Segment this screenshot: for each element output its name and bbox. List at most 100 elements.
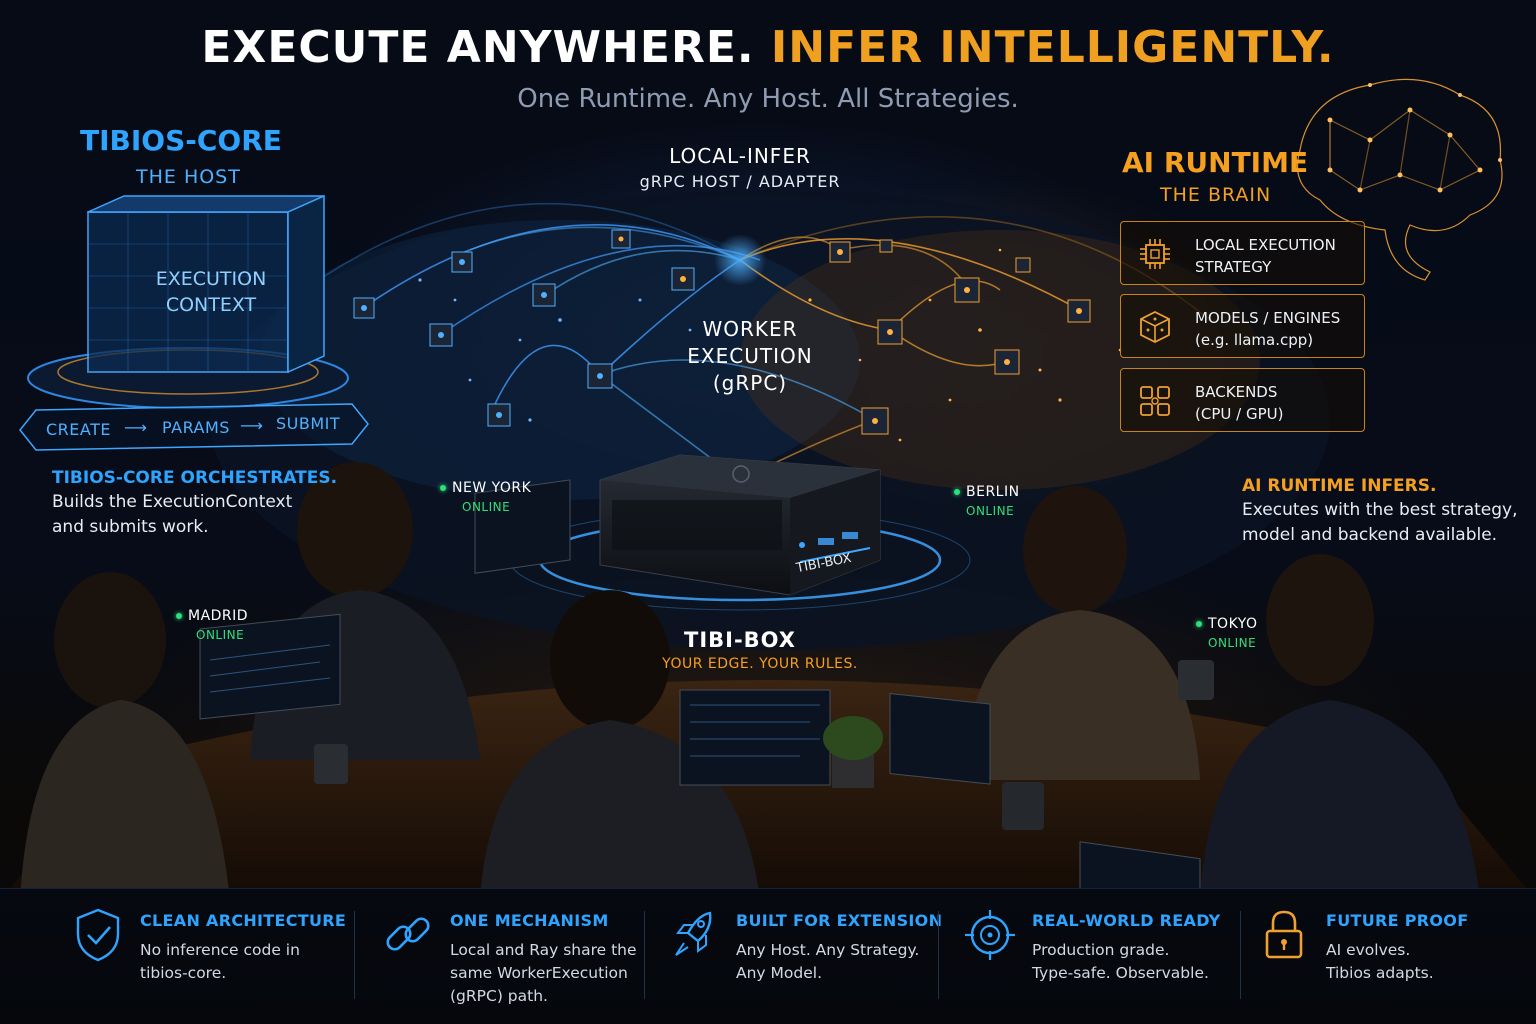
city-name: BERLIN <box>966 484 1020 500</box>
node-cube-blue <box>429 323 453 347</box>
feature-line: tibios-core. <box>140 964 227 982</box>
city-lights <box>418 248 1122 442</box>
step-params: PARAMS <box>162 418 230 437</box>
feature-clean-architecture: CLEAN ARCHITECTURE No inference code in … <box>72 907 352 1017</box>
node-cube-blue <box>487 403 511 427</box>
city-tag-new-york: NEW YORK ONLINE <box>440 480 531 514</box>
mug <box>314 744 348 784</box>
step-flow: CREATE ⟶ PARAMS ⟶ SUBMIT <box>18 406 368 450</box>
card-line-2: (CPU / GPU) <box>1195 405 1284 423</box>
step-submit: SUBMIT <box>276 414 341 433</box>
status-dot-icon <box>1196 621 1202 627</box>
tibios-core-desc-title: TIBIOS-CORE ORCHESTRATES. <box>52 468 338 488</box>
chip-icon <box>1140 239 1170 269</box>
card-line-2: (e.g. llama.cpp) <box>1195 331 1314 349</box>
host-cube-illustration <box>27 194 349 409</box>
city-tag-madrid: MADRID ONLINE <box>176 608 248 642</box>
hub-glow <box>714 234 766 286</box>
feature-real-world-ready: REAL-WORLD READY Production grade. Type-… <box>964 907 1234 1017</box>
headline-part-1: EXECUTE ANYWHERE. <box>201 22 755 73</box>
city-name: TOKYO <box>1208 616 1258 632</box>
feature-line: same WorkerExecution <box>450 964 628 982</box>
city-name: MADRID <box>188 608 249 624</box>
card-line-2: STRATEGY <box>1195 258 1272 276</box>
feature-footer: CLEAN ARCHITECTURE No inference code in … <box>0 888 1536 1024</box>
card-line-1: BACKENDS <box>1195 383 1278 401</box>
local-infer-subtitle: gRPC HOST / ADAPTER <box>639 172 841 191</box>
status-dot-icon <box>954 489 960 495</box>
feature-title: REAL-WORLD READY <box>1032 911 1221 930</box>
feature-divider <box>354 911 355 999</box>
globe-glow-left <box>260 220 860 500</box>
ai-runtime-title: AI RUNTIME <box>1122 146 1309 179</box>
node-cube-blue <box>532 283 556 307</box>
feature-title: FUTURE PROOF <box>1326 911 1469 930</box>
headline-part-2: INFER INTELLIGENTLY. <box>770 22 1335 73</box>
feature-line: Any Host. Any Strategy. <box>736 941 920 959</box>
feature-line: Any Model. <box>736 964 822 982</box>
node-cube-blue <box>451 251 473 273</box>
rocket-icon <box>675 911 712 956</box>
node-cube-blue <box>587 363 613 389</box>
shield-check-icon <box>76 908 120 962</box>
city-tag-berlin: BERLIN ONLINE <box>954 484 1020 518</box>
node-cube-orange <box>829 241 851 263</box>
team-silhouettes <box>20 462 1480 900</box>
step-create: CREATE <box>46 420 111 439</box>
worker-line-2: EXECUTION <box>687 344 813 368</box>
city-status: ONLINE <box>966 504 1015 518</box>
local-infer-title: LOCAL-INFER <box>669 144 811 168</box>
runtime-card-text: MODELS / ENGINES (e.g. llama.cpp) <box>1195 307 1340 351</box>
feature-description: AI evolves. Tibios adapts. <box>1326 939 1434 985</box>
grid-icon <box>1140 386 1170 416</box>
feature-line: AI evolves. <box>1326 941 1411 959</box>
tagline: One Runtime. Any Host. All Strategies. <box>517 84 1019 114</box>
cube-icon <box>1140 310 1170 344</box>
feature-title: BUILT FOR EXTENSION <box>736 911 943 930</box>
feature-one-mechanism: ONE MECHANISM Local and Ray share the sa… <box>382 907 652 1017</box>
feature-description: Local and Ray share the same WorkerExecu… <box>450 939 637 1008</box>
lock-icon <box>1265 910 1303 959</box>
feature-line: No inference code in <box>140 941 300 959</box>
feature-divider <box>644 911 645 999</box>
ai-runtime-desc-line-1: Executes with the best strategy, <box>1242 500 1518 520</box>
city-status: ONLINE <box>196 628 245 642</box>
step-bar-outline <box>19 403 369 451</box>
feature-description: No inference code in tibios-core. <box>140 939 300 985</box>
tibios-core-desc-line-2: and submits work. <box>52 517 209 537</box>
status-dot-icon <box>176 613 182 619</box>
node-cube-blue <box>671 267 695 291</box>
feature-title: ONE MECHANISM <box>450 911 609 930</box>
network-nodes <box>353 229 1091 435</box>
card-line-1: MODELS / ENGINES <box>1195 309 1341 327</box>
tibi-box-subtitle: YOUR EDGE. YOUR RULES. <box>662 656 858 672</box>
feature-divider <box>1240 911 1241 999</box>
feature-built-for-extension: BUILT FOR EXTENSION Any Host. Any Strate… <box>668 907 948 1017</box>
node-cube-orange <box>1067 299 1091 323</box>
feature-line: Tibios adapts. <box>1326 964 1434 982</box>
laptop-screen-lines <box>209 644 820 757</box>
node-cube-orange <box>879 239 893 253</box>
tibios-core-description: TIBIOS-CORE ORCHESTRATES. Builds the Exe… <box>52 468 337 540</box>
runtime-card-text: BACKENDS (CPU / GPU) <box>1195 381 1283 425</box>
tibios-core-title: TIBIOS-CORE <box>80 124 282 157</box>
mug <box>1178 660 1214 700</box>
plant <box>823 716 883 788</box>
tibios-core-subtitle: THE HOST <box>136 166 241 188</box>
worker-execution-label: WORKER EXECUTION (gRPC) <box>660 316 840 397</box>
worker-line-1: WORKER <box>702 317 798 341</box>
status-dot-icon <box>440 485 446 491</box>
feature-description: Any Host. Any Strategy. Any Model. <box>736 939 919 985</box>
feature-description: Production grade. Type-safe. Observable. <box>1032 939 1209 985</box>
node-cube-orange <box>1015 257 1031 273</box>
ai-runtime-desc-title: AI RUNTIME INFERS. <box>1242 476 1437 496</box>
execution-context-line-2: CONTEXT <box>165 294 257 316</box>
city-tag-tokyo: TOKYO ONLINE <box>1196 616 1258 650</box>
feature-divider <box>938 911 939 999</box>
ai-runtime-subtitle: THE BRAIN <box>1160 184 1272 206</box>
node-cube-blue <box>611 229 631 249</box>
city-status: ONLINE <box>1208 636 1257 650</box>
city-status: ONLINE <box>462 500 511 514</box>
tibios-core-desc-line-1: Builds the ExecutionContext <box>52 492 293 512</box>
